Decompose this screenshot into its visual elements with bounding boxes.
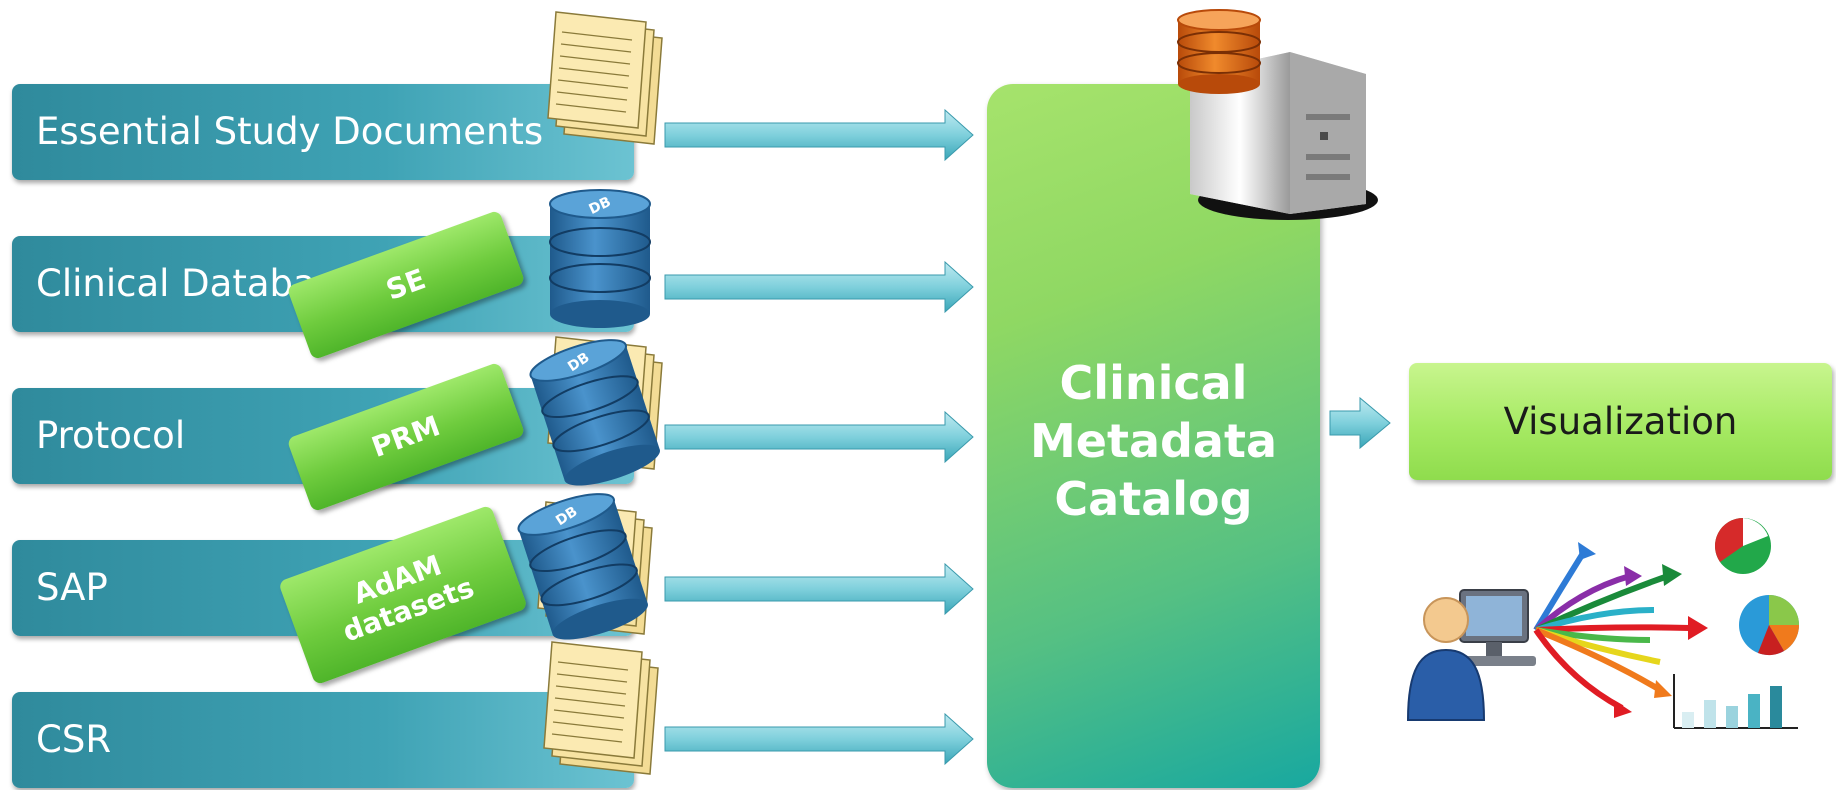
clinical-metadata-catalog: Clinical Metadata Catalog	[987, 84, 1320, 788]
visualization-label: Visualization	[1503, 400, 1738, 443]
flow-arrow-to-visualization	[1329, 396, 1391, 450]
bar-chart-icon	[1673, 674, 1798, 729]
catalog-title-line2: Metadata	[1029, 414, 1277, 468]
tag-se-label: SE	[381, 262, 430, 307]
source-bar-essential-study-documents: Essential Study Documents	[12, 84, 634, 180]
flow-arrow	[664, 260, 974, 314]
catalog-title: Clinical Metadata Catalog	[987, 354, 1320, 528]
catalog-title-line1: Clinical	[1059, 356, 1248, 410]
source-label: Protocol	[36, 414, 186, 457]
tag-prm-label: PRM	[367, 408, 445, 464]
database-icon: DB	[525, 330, 666, 495]
source-label: CSR	[36, 718, 112, 761]
source-label: SAP	[36, 566, 108, 609]
user-computer-icon	[1406, 589, 1536, 721]
server-icon	[1177, 9, 1378, 220]
flow-arrow	[664, 108, 974, 162]
pie-chart-icon	[1739, 595, 1799, 656]
source-label: Essential Study Documents	[36, 110, 544, 153]
visualization-box: Visualization	[1409, 363, 1832, 480]
flow-arrow	[664, 410, 974, 464]
catalog-title-line3: Catalog	[1054, 472, 1253, 526]
tag-prm: PRM	[286, 361, 526, 513]
document-stack-icon	[543, 641, 659, 775]
document-stack-icon	[547, 11, 663, 145]
database-icon: DB	[549, 189, 651, 329]
tag-adam-datasets: AdAM datasets	[278, 504, 528, 686]
database-icon: DB	[513, 484, 654, 649]
flow-arrow	[664, 712, 974, 766]
pie-chart-icon	[1714, 518, 1771, 574]
source-bar-csr: CSR	[12, 692, 634, 788]
flow-arrow	[664, 562, 974, 616]
colorful-arrows-icon	[1533, 542, 1708, 718]
tag-se: SE	[286, 209, 526, 361]
database-stack-orange	[1177, 9, 1261, 94]
